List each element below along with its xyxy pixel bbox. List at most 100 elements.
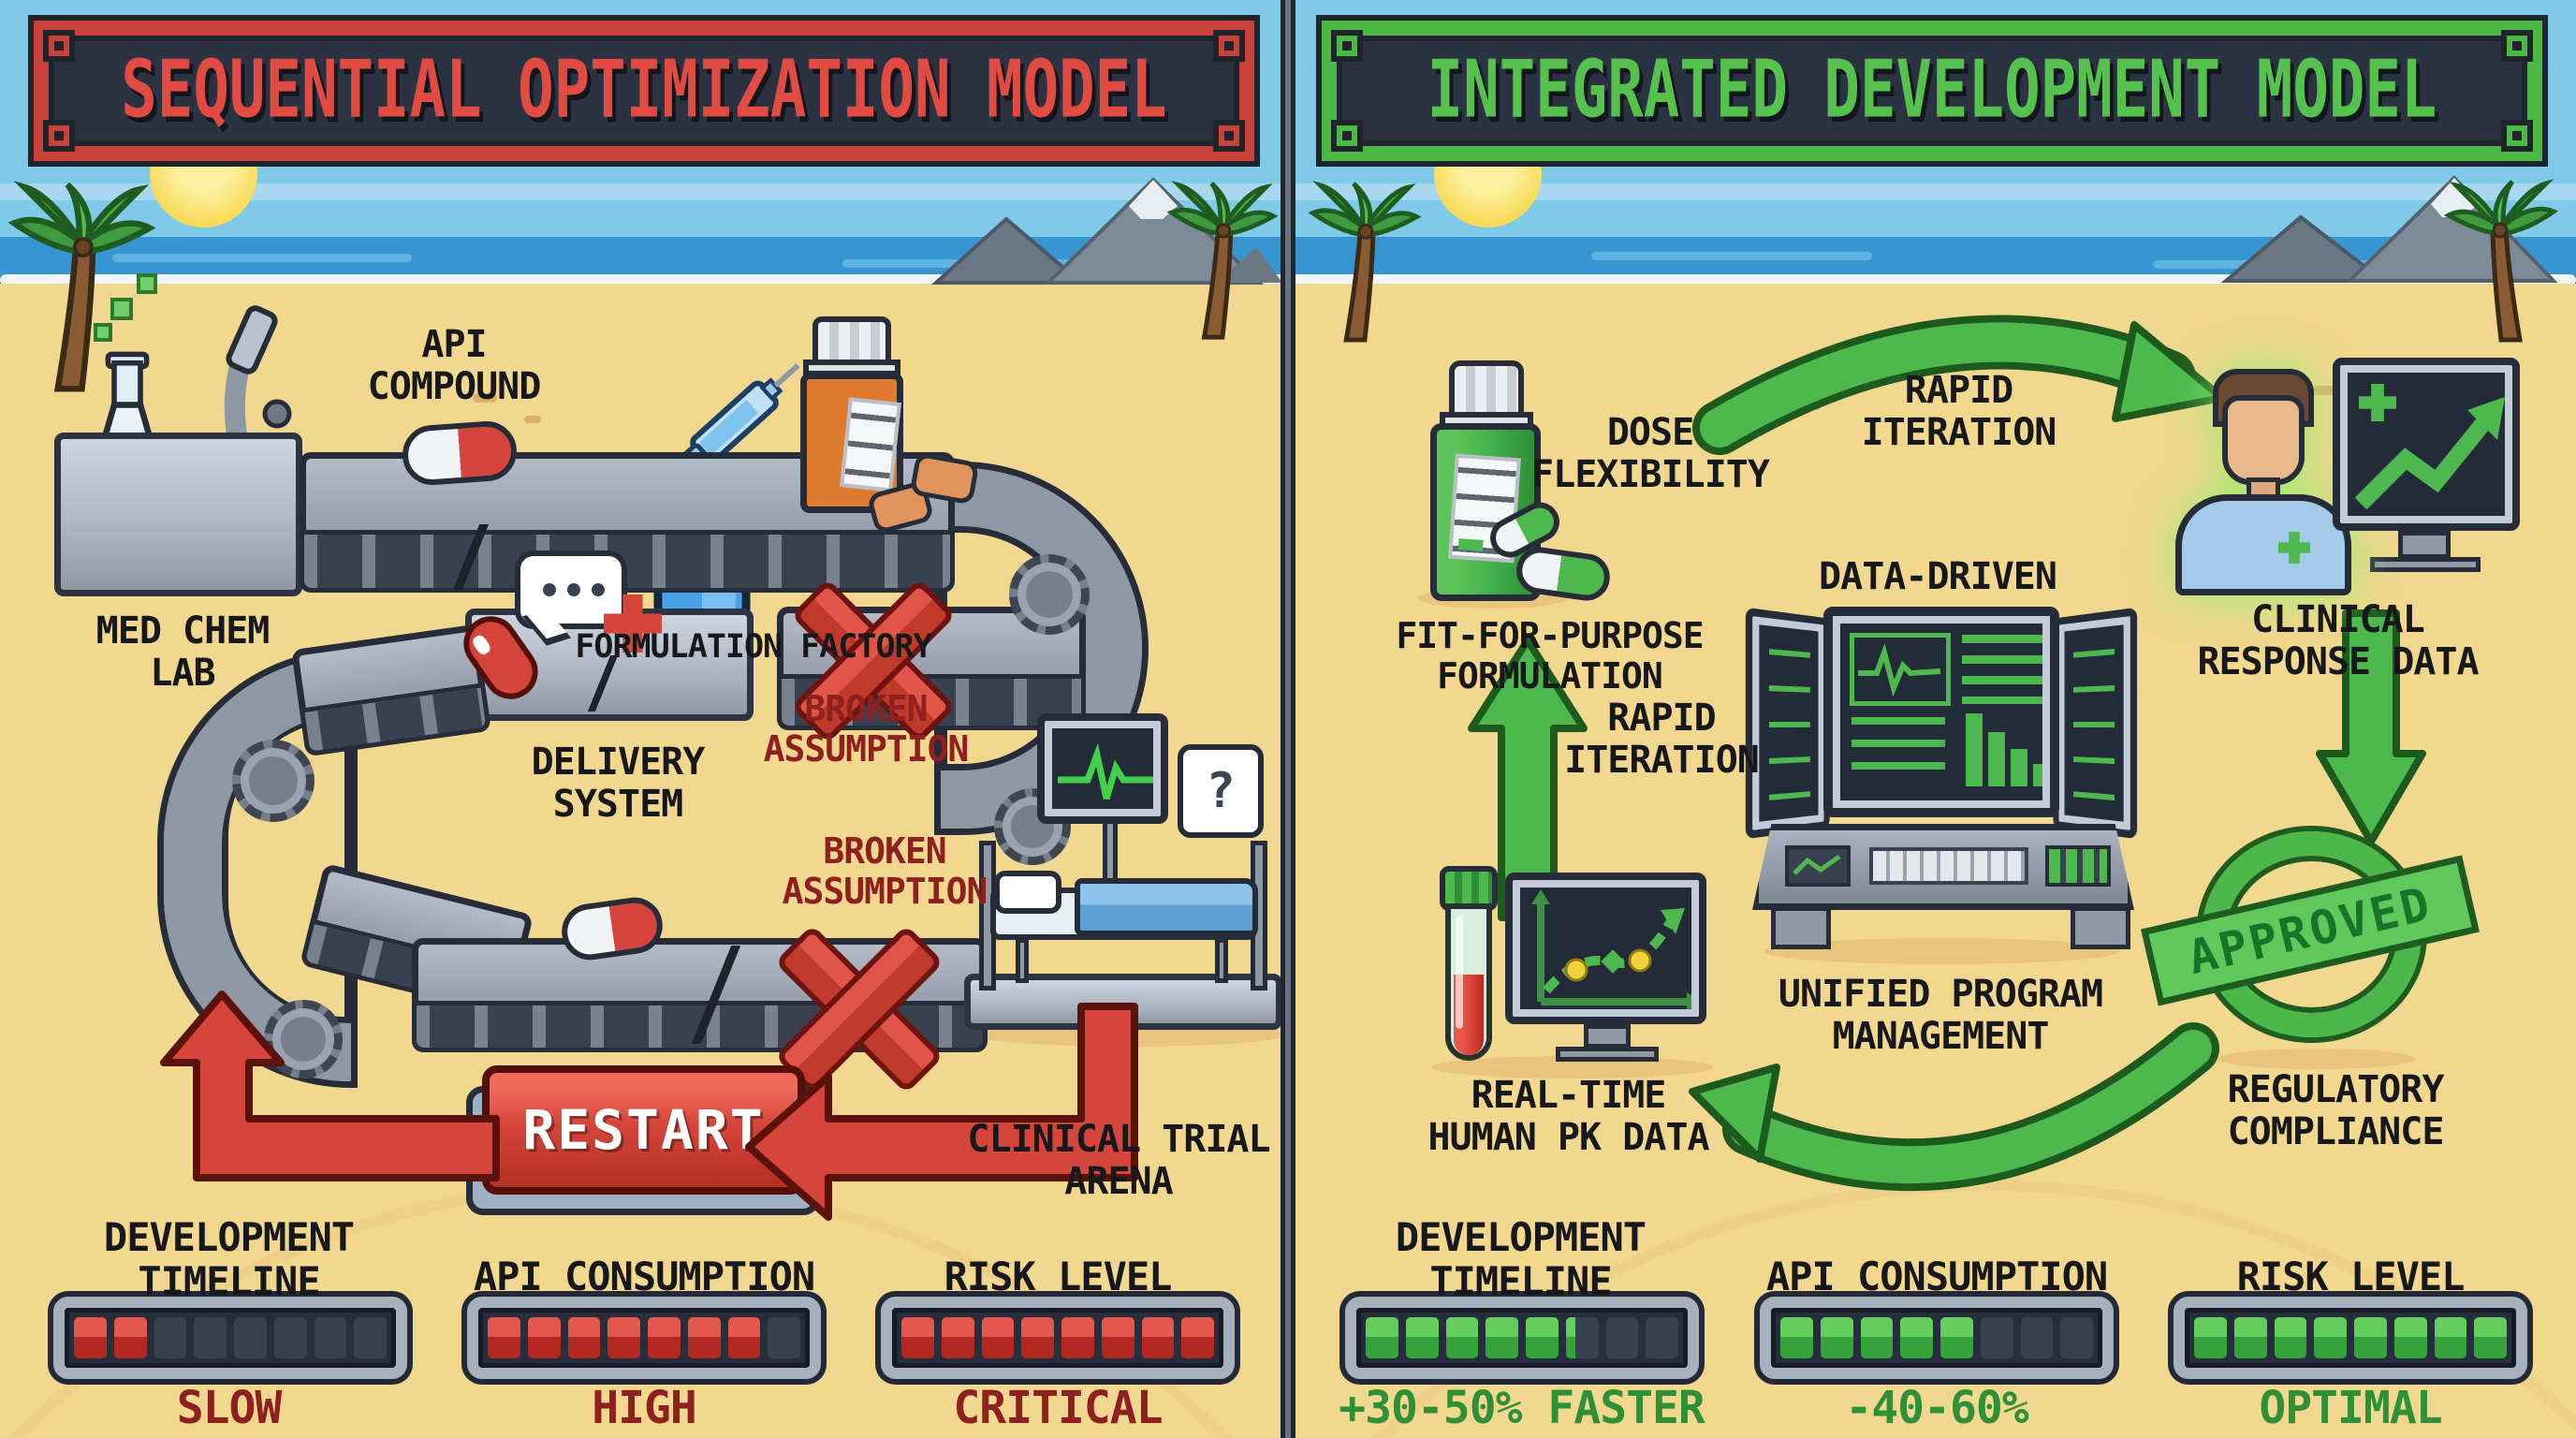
bar-segment [2233, 1317, 2267, 1358]
sand-freckle [524, 416, 541, 423]
bar-segment [488, 1317, 520, 1358]
console-center-screen [1823, 607, 2059, 817]
clinical-response-data-label: CLINICAL RESPONSE DATA [2197, 598, 2479, 683]
wave [112, 254, 412, 262]
bar-segment [1101, 1317, 1134, 1358]
left-panel-title-banner: SEQUENTIAL OPTIMIZATION MODEL [34, 21, 1254, 161]
stat-value-api: -40-60% REDUCTION [1819, 1382, 2055, 1438]
bolt-icon [1331, 30, 1363, 62]
bar-segment [2393, 1317, 2427, 1358]
test-tube-icon [1445, 903, 1492, 1061]
stat-label-risk: RISK LEVEL [944, 1254, 1173, 1299]
bar-segment [1780, 1317, 1813, 1358]
bolt-icon [2501, 120, 2533, 152]
patient-icon [2174, 367, 2356, 596]
wave [1591, 252, 1872, 260]
bed-blanket-patient [1075, 878, 1258, 936]
label-mark [1457, 538, 1484, 551]
bolt-icon [1213, 120, 1245, 152]
restart-loop-arrow-left [160, 990, 500, 1181]
stat-label-api: API CONSUMPTION [1765, 1254, 2108, 1299]
bar-segment [2434, 1317, 2467, 1358]
palm-tree-icon [1163, 178, 1282, 342]
patient-face [2222, 395, 2305, 485]
shadow [2218, 1049, 2415, 1069]
monitor-stand [1584, 1024, 1631, 1049]
risk-level-bar [881, 1297, 1235, 1379]
bar-segment [1526, 1317, 1559, 1358]
stat-label-risk: RISK LEVEL [2236, 1254, 2466, 1299]
speech-bubble-icon [515, 550, 627, 646]
monitor-base [1556, 1047, 1659, 1062]
api-capsule-icon [400, 418, 520, 488]
bed-leg [1016, 938, 1029, 983]
stat-value-risk: CRITICAL [953, 1382, 1163, 1434]
bar-segment [194, 1317, 227, 1358]
bar-segment [273, 1317, 307, 1358]
response-monitor-icon [2333, 358, 2520, 531]
bar-segment [2060, 1317, 2093, 1358]
bar-segment [1366, 1317, 1398, 1358]
bar-segment [113, 1317, 147, 1358]
stat-value-timeline: SLOW [176, 1382, 283, 1434]
ecg-box [1850, 633, 1951, 706]
keyboard-icon [1869, 847, 2028, 885]
panel-divider [1281, 0, 1295, 1438]
bar-segment [1141, 1317, 1175, 1358]
bar-segment [1405, 1317, 1439, 1358]
bed-leg [1215, 938, 1228, 983]
console-desk [1752, 824, 2134, 910]
stat-value-risk: OPTIMAL [2259, 1382, 2442, 1434]
bar-segment [1181, 1317, 1214, 1358]
screen-text-lines [1962, 635, 2042, 704]
console-pad [1785, 845, 1851, 887]
bolt-icon [1331, 120, 1363, 152]
green-bottle-cap-icon [1449, 360, 1524, 418]
bar-segment [1980, 1317, 2013, 1358]
bar-segment [154, 1317, 187, 1358]
stat-label-timeline: DEVELOPMENT TIMELINE [103, 1214, 355, 1305]
right-panel-title: INTEGRATED DEVELOPMENT MODEL [1427, 45, 2437, 137]
bar-segment [234, 1317, 267, 1358]
bar-segment [1940, 1317, 1973, 1358]
med-chem-platform [54, 433, 302, 596]
clinical-trial-arena-label: CLINICAL TRIAL ARENA [967, 1118, 1270, 1203]
delivery-system-label: DELIVERY SYSTEM [531, 741, 706, 826]
broken-assumption-label-2: BROKEN ASSUMPTION [782, 830, 988, 912]
bar-segment [314, 1317, 347, 1358]
rapid-iteration-arc-arrow [1692, 315, 2226, 455]
risk-level-bar [2174, 1297, 2527, 1379]
pk-monitor-icon [1505, 873, 1706, 1024]
bar-segment [768, 1317, 800, 1358]
bubble-particle-icon [94, 323, 112, 342]
bolt-icon [43, 30, 75, 62]
right-panel-title-banner: INTEGRATED DEVELOPMENT MODEL [1322, 21, 2542, 161]
bar-segment [981, 1317, 1015, 1358]
med-chem-lab-label: MED CHEM LAB [95, 609, 271, 695]
sand-freckle [473, 393, 497, 403]
bubble-particle-icon [110, 298, 133, 320]
timeline-bar [1345, 1297, 1699, 1379]
bolt-icon [43, 120, 75, 152]
question-mark: ? [1206, 763, 1236, 819]
unified-program-label: UNIFIED PROGRAM MANAGEMENT [1778, 973, 2103, 1058]
bar-segment [1445, 1317, 1479, 1358]
bar-segment [607, 1317, 640, 1358]
dose-flexibility-label: DOSE FLEXIBILITY [1531, 411, 1770, 496]
bar-segment [1900, 1317, 1933, 1358]
stat-label-api: API CONSUMPTION [473, 1254, 815, 1299]
bar-segment [2020, 1317, 2054, 1358]
bar-segment [2274, 1317, 2307, 1358]
api-consumption-bar [467, 1297, 821, 1379]
api-consumption-bar [1760, 1297, 2114, 1379]
bar-segment [74, 1317, 107, 1358]
feedback-arc-arrow [1689, 1022, 2219, 1192]
bar-segment [687, 1317, 721, 1358]
formulation-factory-label: FORMULATION FACTORY [575, 628, 932, 666]
bolt-icon [2501, 30, 2533, 62]
gear-icon [1009, 554, 1090, 635]
monitor-stand [2398, 531, 2451, 559]
screen-text-lines [1852, 717, 1945, 783]
pill-bottle-cap-icon [812, 316, 891, 365]
bar-segment [1860, 1317, 1894, 1358]
